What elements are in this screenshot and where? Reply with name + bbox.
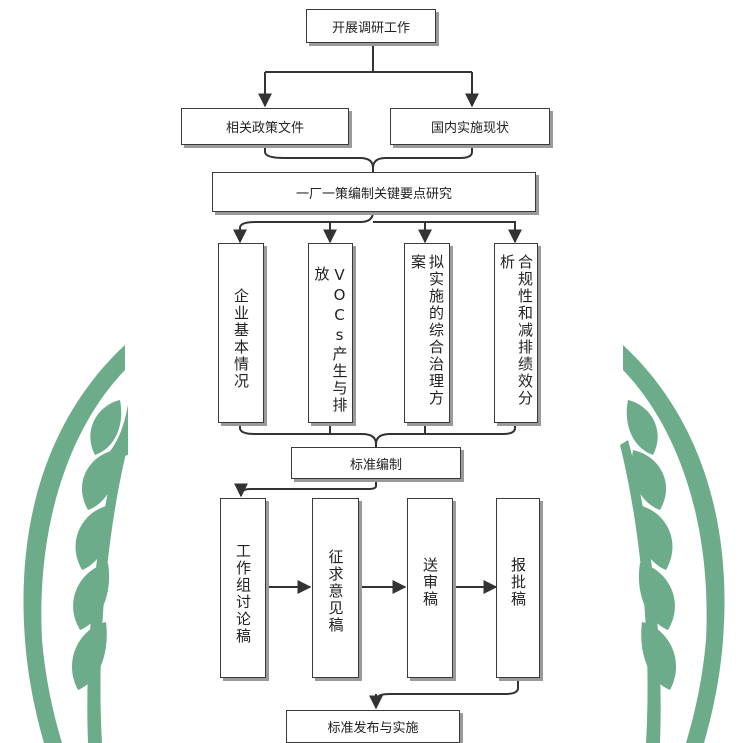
- end-label: 标准发布与实施: [327, 721, 419, 736]
- research-item-vocs: VOCs产生与排放: [308, 243, 353, 423]
- stage-review-draft-label: 送审稿: [421, 557, 439, 608]
- research-item-plan: 拟实施的综合治理方案: [404, 243, 450, 423]
- stage-consultation-draft-label: 征求意见稿: [326, 549, 345, 634]
- start-label: 开展调研工作: [331, 20, 410, 36]
- stage-working-draft: 工作组讨论稿: [220, 498, 266, 678]
- stage-working-draft-label: 工作组讨论稿: [234, 543, 252, 645]
- policy-docs-node: 相关政策文件: [181, 108, 349, 145]
- policy-docs-label: 相关政策文件: [225, 121, 304, 136]
- research-item-plan-label: 拟实施的综合治理方案: [409, 254, 445, 407]
- stage-consultation-draft: 征求意见稿: [312, 498, 359, 678]
- stage-approval-draft: 报批稿: [496, 498, 540, 678]
- stage-review-draft: 送审稿: [407, 498, 453, 678]
- start-node: 开展调研工作: [306, 9, 436, 43]
- stage-approval-draft-label: 报批稿: [509, 557, 527, 608]
- research-item-compliance-label: 合规性和减排绩效分析: [498, 254, 534, 407]
- research-label: 一厂一策编制关键要点研究: [295, 186, 452, 202]
- research-item-compliance: 合规性和减排绩效分析: [494, 243, 538, 423]
- domestic-status-label: 国内实施现状: [430, 121, 509, 136]
- research-node: 一厂一策编制关键要点研究: [212, 172, 536, 212]
- research-item-vocs-label: VOCs产生与排放: [312, 266, 349, 414]
- research-item-enterprise-label: 企业基本情况: [232, 288, 250, 390]
- end-node: 标准发布与实施: [286, 710, 460, 743]
- standard-compile-node: 标准编制: [291, 447, 461, 479]
- domestic-status-node: 国内实施现状: [390, 108, 550, 145]
- standard-compile-label: 标准编制: [349, 457, 402, 473]
- research-item-enterprise: 企业基本情况: [218, 243, 264, 423]
